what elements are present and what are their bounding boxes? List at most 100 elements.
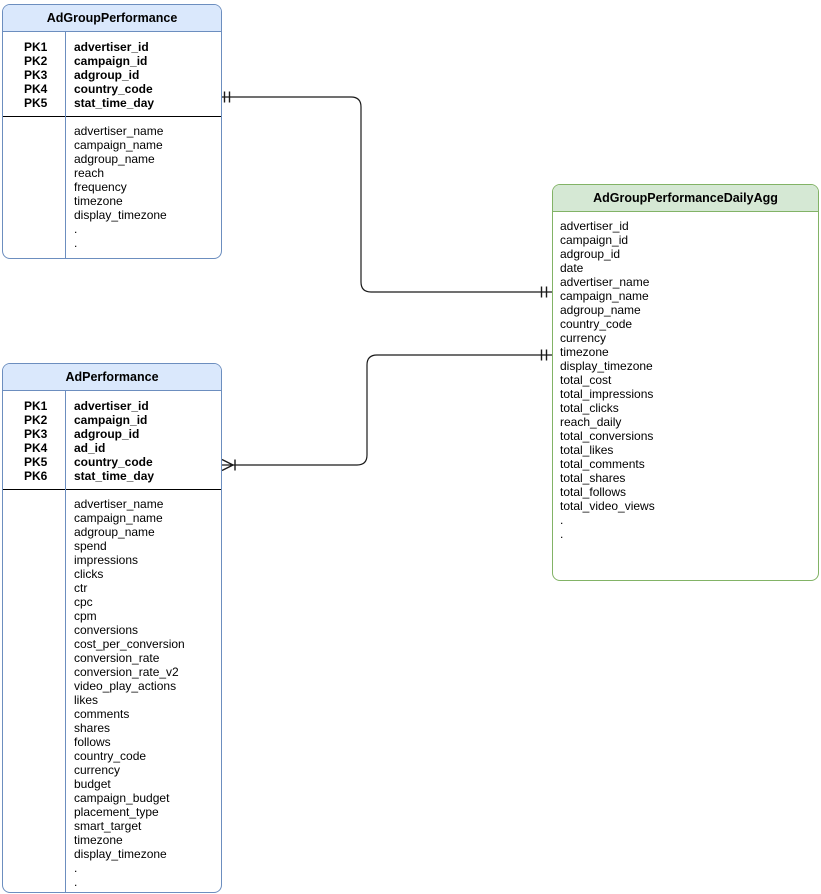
field-row: . [74,875,78,889]
field-row: cpc [74,595,93,609]
field-row: advertiser_name [560,275,650,289]
field-row: conversion_rate_v2 [74,665,179,679]
pk-field-name: adgroup_id [74,427,140,441]
section-divider [3,489,221,490]
primary-key-row: PK4 ad_id [3,441,221,455]
field-row: country_code [74,749,147,763]
pk-field-name: country_code [74,455,153,469]
pk-tag: PK4 [24,441,48,455]
field-row: spend [74,539,107,553]
field-row: conversion_rate [74,651,160,665]
pk-tag: PK5 [24,455,48,469]
crow-foot-many-marker [221,458,236,472]
field-row: impressions [74,553,139,567]
field-row: comments [74,707,130,721]
field-row: timezone [74,833,123,847]
pk-field-name: advertiser_id [74,40,149,54]
field-row: campaign_budget [74,791,170,805]
pk-field-name: campaign_id [74,54,148,68]
pk-field-name: stat_time_day [74,96,155,110]
field-row: display_timezone [560,359,653,373]
field-row: adgroup_name [74,152,155,166]
section-divider [3,116,221,117]
pk-tag: PK3 [24,68,48,82]
field-row: follows [74,735,111,749]
primary-key-row: PK2 campaign_id [3,413,221,427]
entity-title: AdGroupPerformanceDailyAgg [553,185,818,212]
field-row: campaign_name [74,511,163,525]
field-row: advertiser_name [74,124,164,138]
field-row: . [74,861,78,875]
field-row: total_clicks [560,401,619,415]
field-row: video_play_actions [74,679,177,693]
pk-field-name: adgroup_id [74,68,140,82]
field-row: timezone [74,194,123,208]
pk-column-divider [65,32,66,258]
field-row: total_cost [560,373,612,387]
pk-tag: PK6 [24,469,48,483]
field-row: adgroup_name [74,525,155,539]
pk-field-name: country_code [74,82,153,96]
field-row: adgroup_name [560,303,641,317]
field-row: currency [560,331,607,345]
field-row: display_timezone [74,847,167,861]
field-row: campaign_name [74,138,163,152]
field-row: adgroup_id [560,247,621,261]
field-row: budget [74,777,111,791]
field-row: . [74,236,78,250]
pk-tag: PK2 [24,413,48,427]
field-row: cpm [74,609,97,623]
primary-key-row: PK1 advertiser_id [3,40,221,54]
field-row: campaign_name [560,289,649,303]
pk-tag: PK4 [24,82,48,96]
primary-key-row: PK5 country_code [3,455,221,469]
one-and-only-one-marker [540,349,548,361]
field-row: clicks [74,567,104,581]
pk-field-name: stat_time_day [74,469,155,483]
field-row: total_shares [560,471,626,485]
field-row: conversions [74,623,139,637]
field-row: cost_per_conversion [74,637,185,651]
pk-tag: PK5 [24,96,48,110]
pk-tag: PK1 [24,40,48,54]
field-row: advertiser_name [74,497,164,511]
field-row: country_code [560,317,633,331]
pk-column-divider [65,391,66,892]
pk-tag: PK1 [24,399,48,413]
field-row: currency [74,763,121,777]
field-row: . [560,513,564,527]
field-row: total_follows [560,485,627,499]
primary-key-row: PK6 stat_time_day [3,469,221,483]
field-row: campaign_id [560,233,629,247]
field-row: total_impressions [560,387,654,401]
relationship-adperformance-dailyagg[interactable] [221,349,553,472]
pk-field-name: campaign_id [74,413,148,427]
field-row: ctr [74,581,88,595]
field-row: display_timezone [74,208,167,222]
entity-title: AdGroupPerformance [3,5,221,32]
field-row: . [560,527,564,541]
entity-adgroup-performance-daily-agg[interactable]: AdGroupPerformanceDailyAgg advertiser_id… [552,184,819,581]
pk-field-name: ad_id [74,441,106,455]
field-row: frequency [74,180,127,194]
field-row: placement_type [74,805,159,819]
field-row: date [560,261,584,275]
field-row: . [74,222,78,236]
one-and-only-one-marker [540,286,548,298]
relationship-adgroupperformance-dailyagg[interactable] [221,91,553,298]
field-row: shares [74,721,111,735]
primary-key-row: PK4 country_code [3,82,221,96]
